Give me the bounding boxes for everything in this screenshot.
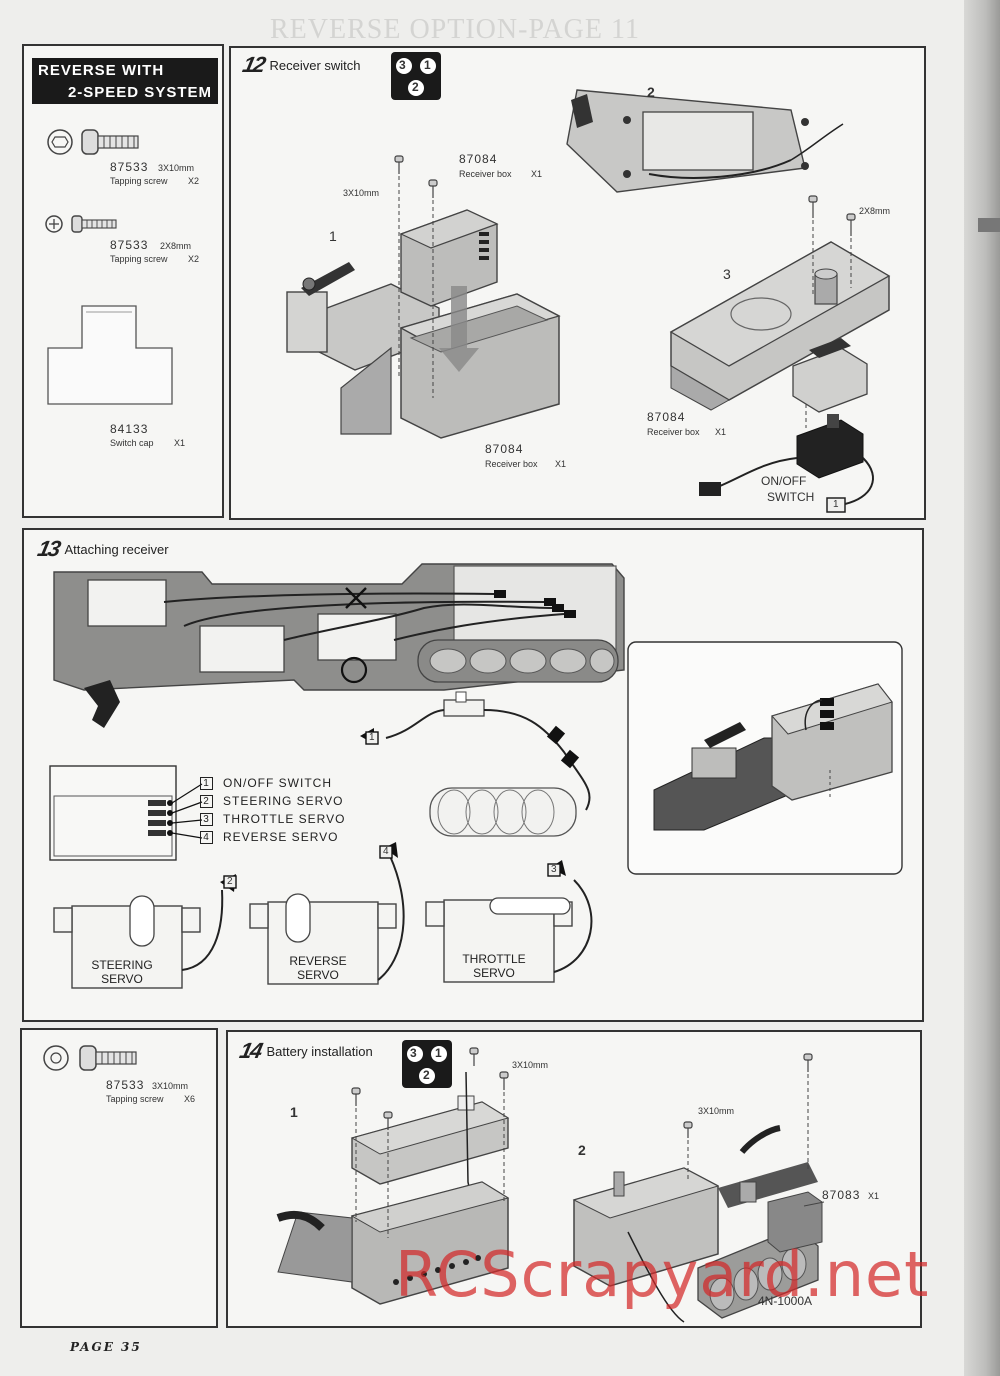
- part-number-84133: 84133: [110, 422, 149, 436]
- part-qty-c: X1: [174, 438, 186, 448]
- screw-size-1: 3X10mm: [343, 188, 380, 198]
- parts-drawings: [43, 1045, 137, 1071]
- seq-num-b: 1: [424, 58, 431, 72]
- servo-label-throttle: THROTTLE SERVO: [454, 952, 534, 980]
- tag-steering: 2: [227, 876, 233, 887]
- part-number-87083: 87083: [822, 1188, 861, 1202]
- legend-row-4: 4 REVERSE SERVO: [200, 828, 345, 846]
- parts-box-reverse: REVERSE WITH 2-SPEED SYSTEM 87533: [22, 44, 224, 518]
- seq-num-b: 1: [435, 1046, 442, 1060]
- step-14-header: 14 Battery installation: [237, 1038, 373, 1064]
- servo-line-2: SERVO: [101, 972, 143, 986]
- channel-legend: 1 ON/OFF SWITCH 2 STEERING SERVO 3 THROTTLE…: [200, 774, 345, 846]
- legend-label-4: REVERSE SERVO: [223, 830, 339, 844]
- step-12-panel: 12 Receiver switch: [229, 46, 926, 520]
- page-tab-marker: [978, 218, 1000, 232]
- legend-label-3: THROTTLE SERVO: [223, 812, 346, 826]
- battery-label: 4N-1000A: [758, 1294, 813, 1308]
- legend-num-4: 4: [200, 830, 213, 844]
- tag-reverse: 4: [383, 846, 389, 857]
- page-number: PAGE 35: [70, 1340, 142, 1354]
- part-name-b: Tapping screw: [110, 254, 168, 264]
- part-name-c2: Tapping screw: [106, 1094, 164, 1104]
- part-bottom-number: 87084: [485, 442, 524, 456]
- servo-label-reverse: REVERSE SERVO: [278, 954, 358, 982]
- seq-num-c: 2: [423, 1068, 430, 1082]
- parts-drawings: [45, 129, 173, 405]
- part-name-a: Tapping screw: [110, 176, 168, 186]
- binding-spine: [964, 0, 1000, 1376]
- sub-step-3: 3: [723, 266, 731, 282]
- screw-size-2: 3X10mm: [698, 1106, 735, 1116]
- step-14-panel: 14 Battery installation: [226, 1030, 922, 1328]
- part-bottom-qty: X1: [555, 459, 567, 469]
- title-line-2: 2-SPEED SYSTEM: [67, 84, 212, 101]
- part-size-a: 3X10mm: [158, 163, 195, 173]
- parts-box-battery: 87533 3X10mm Tapping screw X6: [20, 1028, 218, 1328]
- legend-label-2: STEERING SERVO: [223, 794, 344, 808]
- seq-num-a: 3: [410, 1046, 417, 1060]
- part-qty-c2: X6: [184, 1094, 196, 1104]
- parts-box-title: REVERSE WITH 2-SPEED SYSTEM: [32, 58, 218, 104]
- part-qty-b: X2: [188, 254, 200, 264]
- legend-row-2: 2 STEERING SERVO: [200, 792, 345, 810]
- step-13-drawing: [49, 563, 903, 989]
- servo-line-1: REVERSE: [289, 954, 347, 968]
- title-line-1: REVERSE WITH: [38, 62, 165, 79]
- part-top-name: Receiver box: [459, 169, 512, 179]
- bleed-through-heading: REVERSE OPTION-PAGE 11: [270, 14, 640, 45]
- part-number-87533-b: 87533: [110, 238, 149, 252]
- step-14-drawing: [276, 1040, 825, 1323]
- legend-row-3: 3 THROTTLE SERVO: [200, 810, 345, 828]
- step-title: Receiver switch: [269, 57, 361, 73]
- sub-step-2: 2: [647, 84, 655, 100]
- part-right-qty: X1: [715, 427, 727, 437]
- legend-row-1: 1 ON/OFF SWITCH: [200, 774, 345, 792]
- servo-line-1: THROTTLE: [462, 952, 526, 966]
- screw-size-1: 3X10mm: [512, 1060, 549, 1070]
- part-right-number: 87084: [647, 410, 686, 424]
- part-size-c: 3X10mm: [152, 1081, 189, 1091]
- seq-num-c: 2: [412, 80, 419, 94]
- step-13-panel: 1 3 Attaching receiver: [22, 528, 924, 1022]
- screw-size-2: 2X8mm: [859, 206, 891, 216]
- part-number-87533-a: 87533: [110, 160, 149, 174]
- switch-label-2: SWITCH: [767, 490, 815, 504]
- servo-line-2: SERVO: [297, 968, 339, 982]
- part-bottom-name: Receiver box: [485, 459, 538, 469]
- tag-switch: 1: [369, 732, 375, 743]
- step-13-header: 13 Attaching receiver: [35, 536, 169, 562]
- servo-label-steering: STEERING SERVO: [82, 958, 162, 986]
- legend-num-1: 1: [200, 776, 213, 790]
- step-12-drawing: [286, 52, 891, 513]
- tag-throttle: 3: [551, 864, 557, 875]
- part-top-number: 87084: [459, 152, 498, 166]
- seq-num-a: 3: [399, 58, 406, 72]
- sub-step-2: 2: [578, 1142, 586, 1158]
- part-right-name: Receiver box: [647, 427, 700, 437]
- step-12-header: 12 Receiver switch: [240, 52, 361, 78]
- switch-tag: 1: [833, 499, 839, 510]
- step-title: Attaching receiver: [64, 541, 169, 557]
- sub-step-1: 1: [290, 1104, 298, 1120]
- site-watermark: RCScrapyard.net: [395, 1238, 930, 1311]
- legend-label-1: ON/OFF SWITCH: [223, 776, 332, 790]
- part-qty-87083: X1: [868, 1191, 880, 1201]
- step-title: Battery installation: [266, 1043, 373, 1059]
- part-top-qty: X1: [531, 169, 543, 179]
- servo-line-1: STEERING: [91, 958, 153, 972]
- part-number-87533-c: 87533: [106, 1078, 145, 1092]
- part-qty-a: X2: [188, 176, 200, 186]
- switch-label-1: ON/OFF: [761, 474, 807, 488]
- legend-num-3: 3: [200, 812, 213, 826]
- servo-line-2: SERVO: [473, 966, 515, 980]
- part-name-c: Switch cap: [110, 438, 154, 448]
- sub-step-1: 1: [329, 228, 337, 244]
- part-size-b: 2X8mm: [160, 241, 192, 251]
- legend-num-2: 2: [200, 794, 213, 808]
